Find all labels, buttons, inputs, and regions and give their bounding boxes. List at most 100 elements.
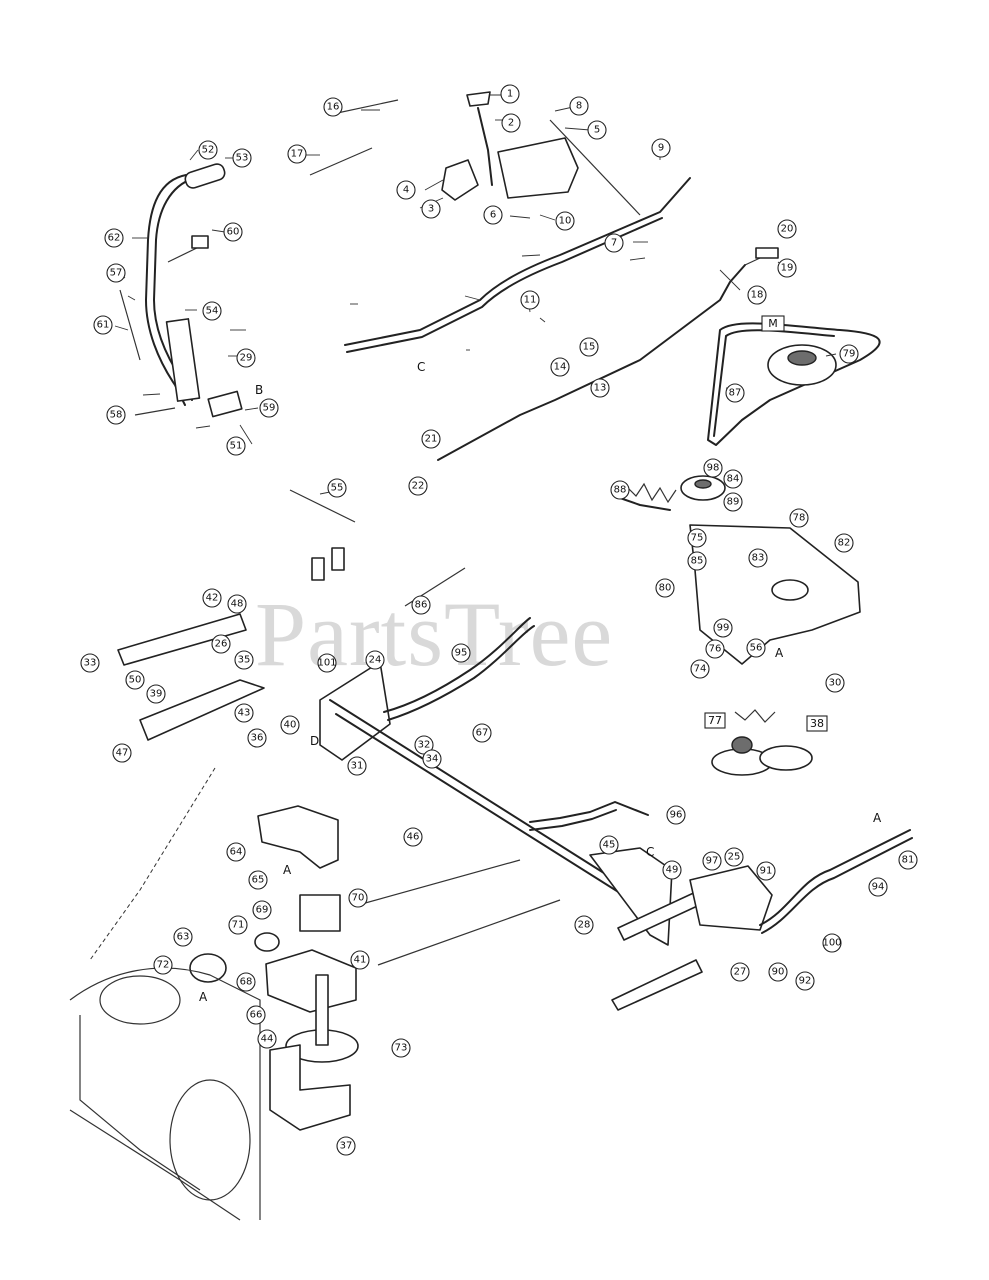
callout-71: 71: [228, 915, 248, 935]
callout-18: 18: [747, 285, 767, 305]
callout-43: 43: [234, 703, 254, 723]
callout-95: 95: [451, 643, 471, 663]
svg-text:13: 13: [594, 383, 607, 394]
callout-34: 34: [422, 749, 442, 769]
callout-46: 46: [403, 827, 423, 847]
callout-56: 56: [746, 638, 766, 658]
svg-text:77: 77: [708, 714, 722, 727]
svg-text:76: 76: [709, 644, 722, 655]
callout-59: 59: [259, 398, 279, 418]
svg-text:3: 3: [428, 204, 434, 215]
callout-57: 57: [106, 263, 126, 283]
callout-82: 82: [834, 533, 854, 553]
svg-text:86: 86: [415, 600, 428, 611]
callout-98: 98: [703, 458, 723, 478]
callout-22: 22: [408, 476, 428, 496]
callout-75: 75: [687, 528, 707, 548]
callout-58: 58: [106, 405, 126, 425]
boxed-label-m: M: [761, 315, 785, 332]
callout-1: 1: [500, 84, 520, 104]
shift-lever-assembly: [309, 91, 779, 461]
boxed-label-38: 38: [806, 715, 828, 732]
callout-17: 17: [287, 144, 307, 164]
callout-33: 33: [80, 653, 100, 673]
ref-letter-a3: A: [283, 863, 292, 877]
svg-text:18: 18: [751, 290, 764, 301]
callout-70: 70: [348, 888, 368, 908]
callout-44: 44: [257, 1029, 277, 1049]
callout-73: 73: [391, 1038, 411, 1058]
callout-85: 85: [687, 551, 707, 571]
svg-text:72: 72: [157, 960, 170, 971]
callout-72: 72: [153, 955, 173, 975]
callout-65: 65: [248, 870, 268, 890]
svg-text:60: 60: [227, 227, 240, 238]
svg-text:5: 5: [594, 125, 600, 136]
callout-81: 81: [898, 850, 918, 870]
svg-text:63: 63: [177, 932, 190, 943]
svg-text:98: 98: [707, 463, 720, 474]
svg-text:49: 49: [666, 865, 679, 876]
svg-text:58: 58: [110, 410, 123, 421]
svg-text:28: 28: [578, 920, 591, 931]
ref-letter-a2: A: [873, 811, 882, 825]
svg-text:74: 74: [694, 664, 707, 675]
ref-letter-c2: C: [646, 845, 654, 859]
svg-text:25: 25: [728, 852, 741, 863]
svg-text:64: 64: [230, 847, 243, 858]
callout-20: 20: [777, 219, 797, 239]
svg-text:78: 78: [793, 513, 806, 524]
misc-parts: [289, 489, 356, 581]
svg-text:55: 55: [331, 483, 344, 494]
svg-text:101: 101: [317, 658, 336, 669]
svg-text:53: 53: [236, 153, 249, 164]
svg-text:47: 47: [116, 748, 129, 759]
svg-text:31: 31: [351, 761, 364, 772]
callout-86: 86: [411, 595, 431, 615]
svg-text:36: 36: [251, 733, 264, 744]
svg-text:32: 32: [418, 740, 431, 751]
callout-67: 67: [472, 723, 492, 743]
svg-text:67: 67: [476, 728, 489, 739]
callout-5: 5: [587, 120, 607, 140]
callout-14: 14: [550, 357, 570, 377]
svg-text:17: 17: [291, 149, 304, 160]
svg-text:1: 1: [507, 89, 513, 100]
svg-text:54: 54: [206, 306, 219, 317]
svg-text:42: 42: [206, 593, 219, 604]
callout-101: 101: [317, 653, 337, 673]
callout-97: 97: [702, 851, 722, 871]
svg-text:9: 9: [658, 143, 664, 154]
svg-text:87: 87: [729, 388, 742, 399]
callout-54: 54: [202, 301, 222, 321]
callout-36: 36: [247, 728, 267, 748]
svg-text:19: 19: [781, 263, 794, 274]
callout-80: 80: [655, 578, 675, 598]
svg-text:34: 34: [426, 754, 439, 765]
callout-78: 78: [789, 508, 809, 528]
svg-text:70: 70: [352, 893, 365, 904]
svg-text:48: 48: [231, 599, 244, 610]
svg-text:4: 4: [403, 185, 409, 196]
callout-30: 30: [825, 673, 845, 693]
callout-52: 52: [198, 140, 218, 160]
svg-text:7: 7: [611, 238, 617, 249]
svg-text:69: 69: [256, 905, 269, 916]
callout-2: 2: [501, 113, 521, 133]
callout-35: 35: [234, 650, 254, 670]
svg-text:56: 56: [750, 643, 763, 654]
svg-text:21: 21: [425, 434, 438, 445]
svg-text:66: 66: [250, 1010, 263, 1021]
ref-letter-d: D: [310, 734, 319, 748]
callout-24: 24: [365, 650, 385, 670]
svg-text:33: 33: [84, 658, 97, 669]
svg-text:84: 84: [727, 474, 740, 485]
svg-text:94: 94: [872, 882, 885, 893]
callout-49: 49: [662, 860, 682, 880]
ref-letter-b: B: [255, 383, 263, 397]
boxed-label-77: 77: [704, 712, 726, 729]
svg-text:85: 85: [691, 556, 704, 567]
svg-text:90: 90: [772, 967, 785, 978]
svg-text:68: 68: [240, 977, 253, 988]
callout-25: 25: [724, 847, 744, 867]
